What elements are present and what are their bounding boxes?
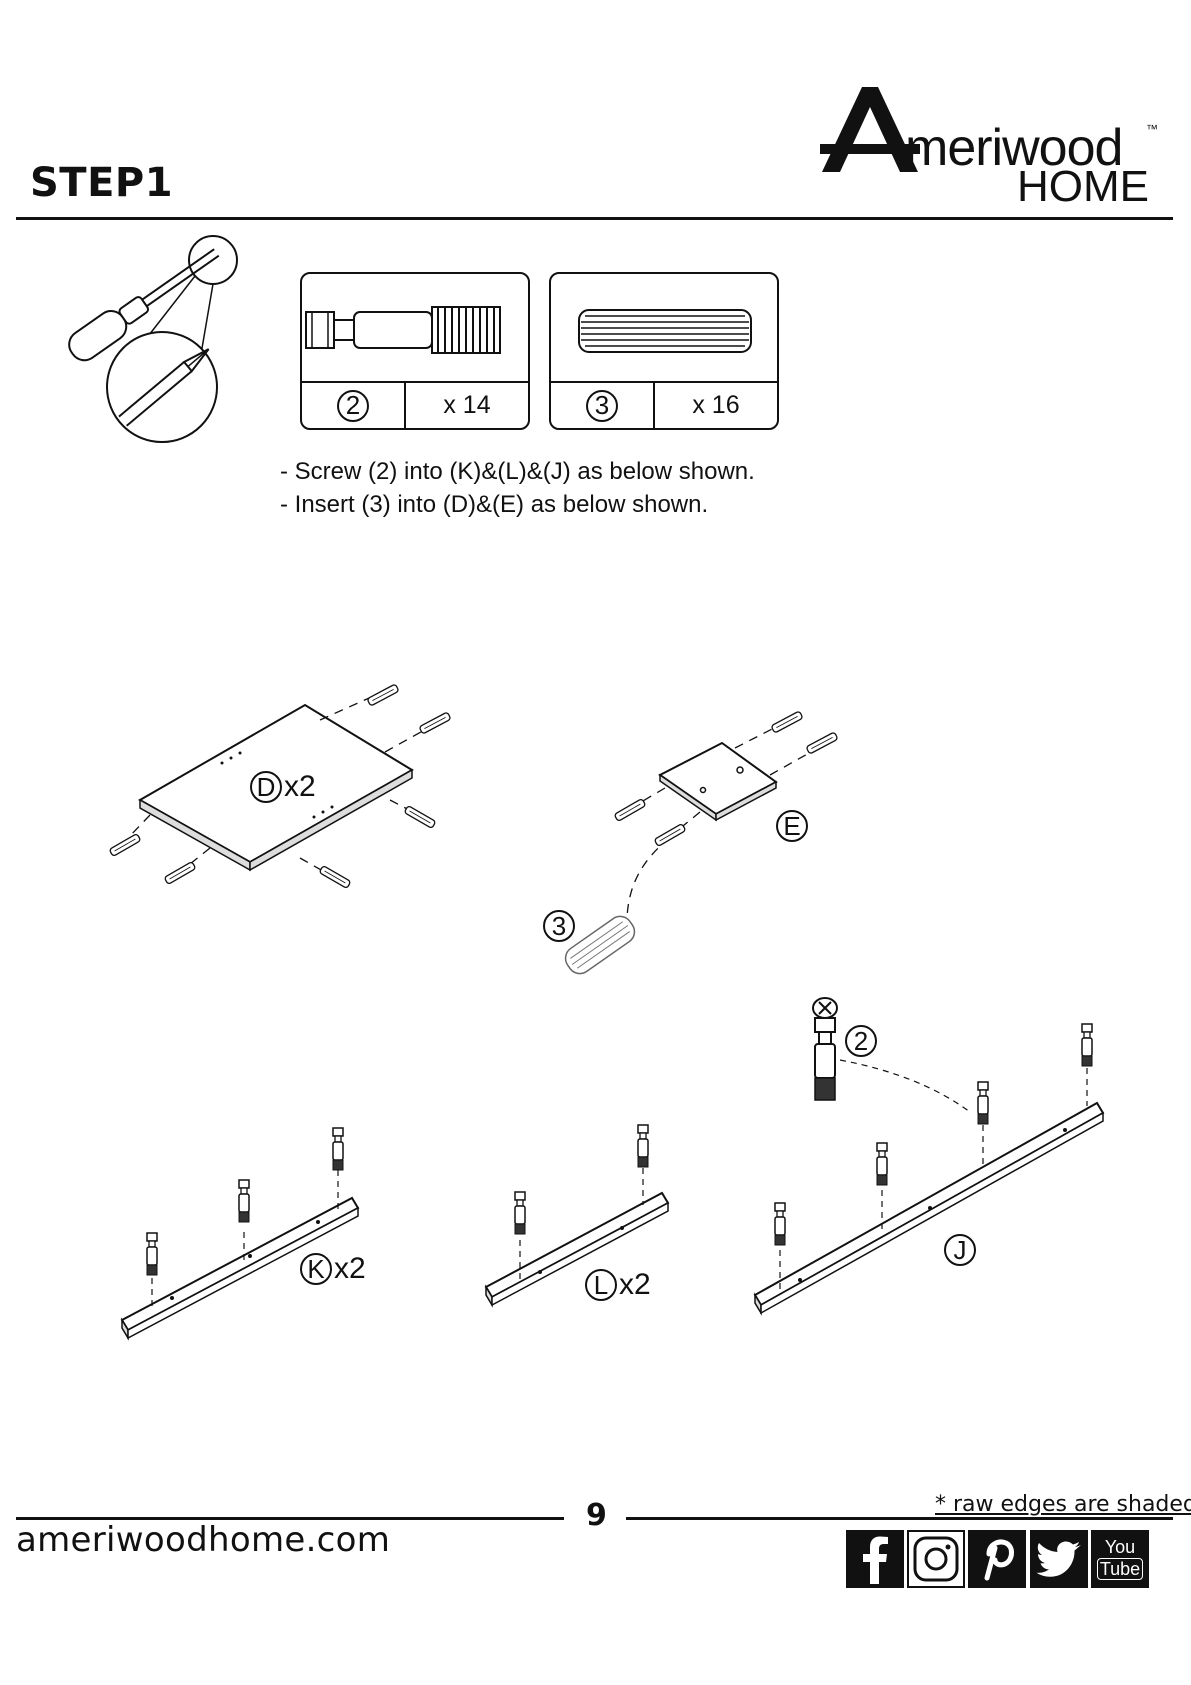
rail-k bbox=[122, 1128, 358, 1338]
part-number-3: 3 bbox=[586, 390, 618, 422]
part-letter-e: E bbox=[776, 810, 808, 842]
website-link[interactable]: ameriwoodhome.com bbox=[16, 1520, 390, 1560]
label-dowel-3: 3 bbox=[543, 910, 575, 942]
page-number: 9 bbox=[586, 1498, 607, 1533]
brand-logo: meriwood ™ HOME bbox=[820, 82, 1160, 212]
part-letter-d: D bbox=[250, 771, 282, 803]
qty-part-3: x 16 bbox=[655, 383, 777, 428]
part-letter-j: J bbox=[944, 1234, 976, 1266]
qty-d: x2 bbox=[284, 770, 316, 804]
panel-e bbox=[561, 711, 838, 978]
wood-dowel-icon bbox=[551, 274, 777, 382]
cam-bolt-icon bbox=[302, 274, 528, 382]
facebook-icon[interactable] bbox=[846, 1530, 904, 1588]
instructions: - Screw (2) into (K)&(L)&(J) as below sh… bbox=[280, 455, 755, 521]
step-title: STEP1 bbox=[30, 160, 173, 206]
instagram-icon[interactable] bbox=[907, 1530, 965, 1588]
brand-sub: HOME bbox=[1017, 162, 1149, 212]
youtube-tube: Tube bbox=[1097, 1558, 1143, 1580]
footer-divider-right bbox=[626, 1517, 1173, 1520]
instruction-line: - Insert (3) into (D)&(E) as below shown… bbox=[280, 488, 755, 521]
part-letter-k: K bbox=[300, 1253, 332, 1285]
label-rail-k: K x2 bbox=[300, 1252, 366, 1286]
rail-j bbox=[755, 998, 1103, 1313]
brand-tm: ™ bbox=[1146, 122, 1158, 136]
hardware-box-cam-bolt: 2 x 14 bbox=[300, 272, 530, 430]
label-panel-e: E bbox=[776, 810, 808, 842]
pinterest-icon[interactable] bbox=[968, 1530, 1026, 1588]
part-number-3-diagram: 3 bbox=[543, 910, 575, 942]
part-letter-l: L bbox=[585, 1269, 617, 1301]
hardware-box-dowel: 3 x 16 bbox=[549, 272, 779, 430]
part-number-2: 2 bbox=[337, 390, 369, 422]
header-divider bbox=[16, 217, 1173, 220]
label-bolt-2: 2 bbox=[845, 1025, 877, 1057]
label-panel-d: D x2 bbox=[250, 770, 316, 804]
label-rail-l: L x2 bbox=[585, 1268, 651, 1302]
instruction-line: - Screw (2) into (K)&(L)&(J) as below sh… bbox=[280, 455, 755, 488]
youtube-icon[interactable]: You Tube bbox=[1091, 1530, 1149, 1588]
screwdriver-icon bbox=[50, 232, 240, 447]
assembly-diagram bbox=[0, 660, 1191, 1360]
part-number-2-diagram: 2 bbox=[845, 1025, 877, 1057]
raw-edges-note: * raw edges are shaded bbox=[935, 1492, 1191, 1517]
youtube-you: You bbox=[1105, 1538, 1135, 1556]
twitter-icon[interactable] bbox=[1030, 1530, 1088, 1588]
qty-part-2: x 14 bbox=[406, 383, 528, 428]
qty-k: x2 bbox=[334, 1252, 366, 1286]
label-rail-j: J bbox=[944, 1234, 976, 1266]
qty-l: x2 bbox=[619, 1268, 651, 1302]
